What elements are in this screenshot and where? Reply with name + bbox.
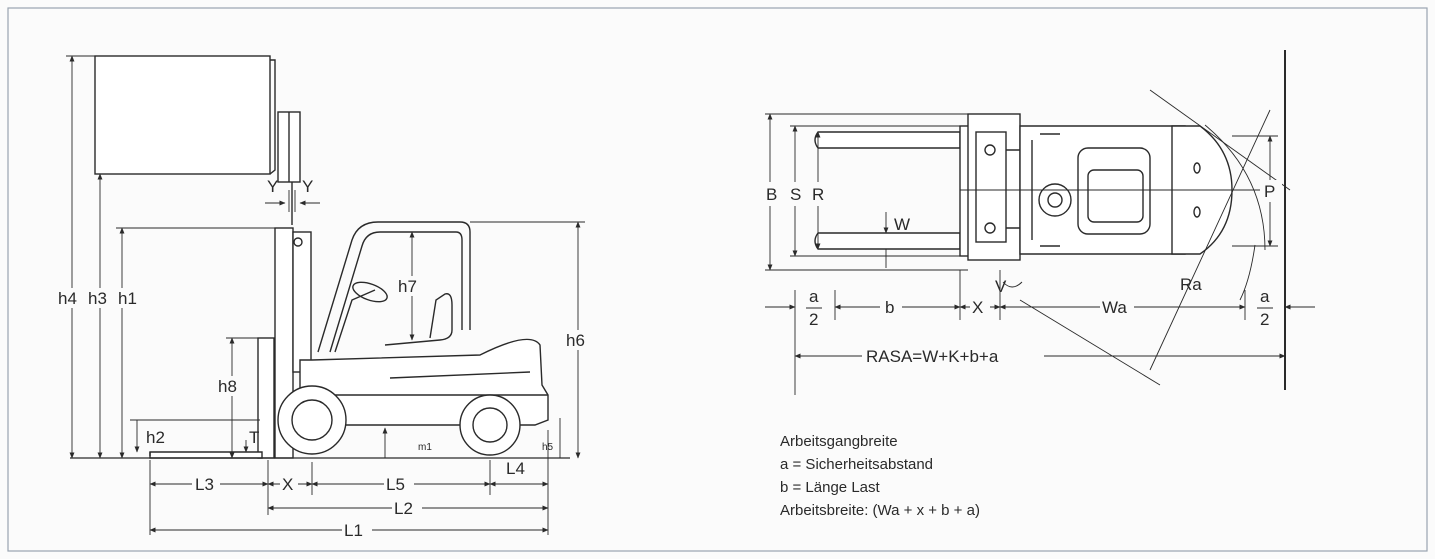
overhead-guard xyxy=(317,221,471,353)
side-view xyxy=(94,55,549,459)
seat-top xyxy=(1077,147,1151,235)
legend-title: Arbeitsgangbreite xyxy=(780,433,898,450)
forks xyxy=(149,451,263,459)
legend-line-formula: Arbeitsbreite: (Wa + x + b + a) xyxy=(780,502,980,519)
label-L1: L1 xyxy=(344,521,363,540)
seat xyxy=(384,293,453,346)
label-T: T xyxy=(249,428,259,447)
label-X-side: X xyxy=(282,475,293,494)
rear-wheel xyxy=(459,394,521,456)
side-view-dimensions xyxy=(66,55,585,535)
fork-carriage xyxy=(257,337,275,459)
legend-line-b: b = Länge Last xyxy=(780,479,880,496)
label-Y-left: Y xyxy=(267,177,278,196)
label-rasa: RASA=W+K+b+a xyxy=(866,347,999,366)
label-h7: h7 xyxy=(398,277,417,296)
front-wheel xyxy=(277,385,347,455)
label-B: B xyxy=(766,185,777,204)
label-R: R xyxy=(812,185,824,204)
label-L3: L3 xyxy=(195,475,214,494)
label-S: S xyxy=(790,185,801,204)
label-L5: L5 xyxy=(386,475,405,494)
legend: Arbeitsgangbreite a = Sicherheitsabstand… xyxy=(780,430,980,522)
label-L4: L4 xyxy=(506,459,525,478)
top-view-labels: B S R W P Ra V a 2 b X Wa a 2 RASA=W+K+b… xyxy=(764,180,1282,367)
label-Y-right: Y xyxy=(302,177,313,196)
label-h8: h8 xyxy=(218,377,237,396)
label-m1: m1 xyxy=(418,442,432,453)
label-h5: h5 xyxy=(542,442,554,453)
label-b: b xyxy=(885,298,894,317)
forks-top xyxy=(814,131,961,149)
label-W: W xyxy=(894,215,910,234)
label-h1: h1 xyxy=(118,289,137,308)
label-a-num-right: a xyxy=(1260,287,1270,306)
side-view-labels: h4 h3 h1 h7 h6 h8 h2 T h5 m1 Y Y L3 X L5… xyxy=(55,177,594,540)
label-Wa: Wa xyxy=(1102,298,1127,317)
label-a-num-left: a xyxy=(809,287,819,306)
label-V: V xyxy=(995,277,1007,296)
label-h3: h3 xyxy=(88,289,107,308)
label-X-top: X xyxy=(972,298,983,317)
label-P: P xyxy=(1264,182,1275,201)
label-a-den-right: 2 xyxy=(1260,310,1269,329)
raised-load xyxy=(94,55,271,175)
label-h6: h6 xyxy=(566,331,585,350)
legend-line-a: a = Sicherheitsabstand xyxy=(780,456,934,473)
label-L2: L2 xyxy=(394,499,413,518)
label-h4: h4 xyxy=(58,289,77,308)
label-Ra: Ra xyxy=(1180,275,1202,294)
label-a-den-left: 2 xyxy=(809,310,818,329)
label-h2: h2 xyxy=(146,428,165,447)
steering-wheel-top xyxy=(1038,183,1072,217)
outer-border xyxy=(7,7,1428,552)
